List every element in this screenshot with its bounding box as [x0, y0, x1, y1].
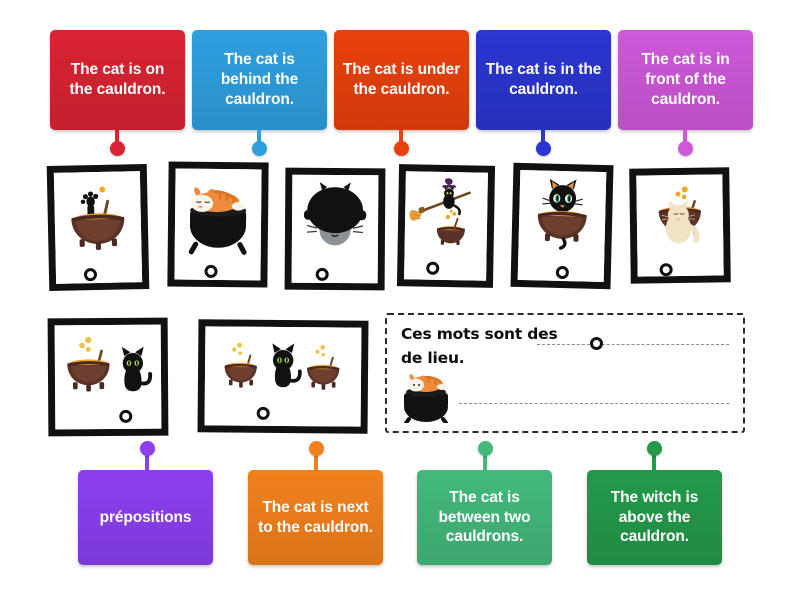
label-above-connector-stem: [652, 452, 656, 470]
card-cream-cat-in-front-of-cauldron-inner: [636, 174, 724, 277]
cream-cat-in-front-of-cauldron-icon: [636, 178, 723, 254]
card-cat-between-two-cauldrons-drop-dot[interactable]: [256, 406, 270, 420]
label-under-connector-stem: [399, 130, 403, 146]
card-black-cat-in-cauldron-drop-dot[interactable]: [555, 265, 570, 280]
label-between-connector-knob[interactable]: [477, 441, 493, 456]
label-on[interactable]: The cat is on the cauldron.: [50, 30, 185, 130]
grey-cat-face-behind-black-cauldron-icon: [292, 179, 379, 262]
card-cat-next-to-cauldron[interactable]: [47, 317, 169, 437]
card-cat-between-two-cauldrons-inner: [204, 326, 362, 427]
card-cat-behind-cauldron-inner: [291, 174, 379, 284]
cauldron-with-black-cat-inside-icon: [54, 175, 142, 262]
label-in-connector-stem: [541, 130, 545, 146]
card-cream-cat-in-front-of-cauldron-drop-dot[interactable]: [659, 263, 673, 277]
sentence-panel-line2: de lieu.: [401, 349, 465, 367]
label-under-text: The cat is under the cauldron.: [342, 61, 461, 98]
label-in[interactable]: The cat is in the cauldron.: [476, 30, 611, 130]
answer-blank-2[interactable]: [459, 403, 729, 404]
card-cream-cat-in-front-of-cauldron[interactable]: [629, 167, 731, 284]
card-ginger-cat-on-cauldron[interactable]: [167, 161, 269, 288]
label-in-text: The cat is in the cauldron.: [485, 61, 602, 98]
label-behind-text: The cat is behind the cauldron.: [220, 51, 299, 108]
label-in-front-of-text: The cat is in front of the cauldron.: [641, 51, 730, 108]
sentence-panel-drop-dot[interactable]: [590, 337, 603, 350]
label-next-to-connector-stem: [314, 452, 318, 470]
card-black-cat-in-cauldron[interactable]: [510, 162, 614, 290]
card-black-cat-in-cauldron-inner: [517, 169, 607, 283]
label-in-front-of-connector-stem: [683, 130, 687, 146]
label-prepositions-connector-stem: [145, 452, 149, 470]
label-behind-connector-stem: [257, 130, 261, 146]
card-witch-above-cauldron-inner: [404, 171, 488, 281]
label-under[interactable]: The cat is under the cauldron.: [334, 30, 469, 130]
label-between-connector-stem: [483, 452, 487, 470]
witch-on-broom-above-cauldron-icon: [404, 175, 487, 258]
black-cat-inside-cauldron-icon: [518, 174, 606, 260]
label-above-text: The witch is above the cauldron.: [610, 488, 699, 546]
label-above[interactable]: The witch is above the cauldron.: [587, 470, 722, 565]
black-cat-next-to-cauldron-icon: [55, 329, 162, 408]
card-cat-behind-cauldron-drop-dot[interactable]: [315, 267, 329, 281]
label-in-front-of-connector-knob[interactable]: [677, 141, 693, 156]
label-on-connector-stem: [115, 130, 119, 146]
label-between[interactable]: The cat is between two cauldrons.: [417, 470, 552, 565]
sentence-panel-line1: Ces mots sont des: [401, 325, 558, 343]
card-cat-next-to-cauldron-inner: [54, 324, 162, 430]
label-next-to-text: The cat is next to the cauldron.: [258, 498, 373, 536]
label-between-text: The cat is between two cauldrons.: [438, 488, 531, 546]
card-cat-next-to-cauldron-drop-dot[interactable]: [119, 409, 133, 423]
black-cat-between-two-cauldrons-icon: [205, 330, 362, 404]
card-cat-in-cauldron-stirring-drop-dot[interactable]: [83, 268, 98, 282]
label-prepositions[interactable]: prépositions: [78, 470, 213, 565]
label-next-to[interactable]: The cat is next to the cauldron.: [248, 470, 383, 565]
card-witch-above-cauldron-drop-dot[interactable]: [426, 261, 440, 275]
label-above-connector-knob[interactable]: [646, 441, 662, 456]
sentence-panel[interactable]: Ces mots sont des de lieu.: [385, 313, 745, 433]
card-ginger-cat-on-cauldron-drop-dot[interactable]: [204, 264, 218, 278]
ginger-cat-on-cauldron-icon: [395, 367, 457, 423]
label-next-to-connector-knob[interactable]: [308, 441, 324, 456]
label-in-connector-knob[interactable]: [535, 141, 551, 156]
label-behind[interactable]: The cat is behind the cauldron.: [192, 30, 327, 130]
card-witch-above-cauldron[interactable]: [396, 164, 496, 288]
label-prepositions-text: prépositions: [99, 508, 192, 526]
card-cat-in-cauldron-stirring[interactable]: [46, 163, 150, 292]
answer-blank-1[interactable]: [537, 344, 729, 345]
label-in-front-of[interactable]: The cat is in front of the cauldron.: [618, 30, 753, 130]
card-cat-between-two-cauldrons[interactable]: [197, 319, 369, 434]
card-cat-behind-cauldron[interactable]: [284, 167, 386, 291]
label-under-connector-knob[interactable]: [393, 141, 409, 156]
label-on-connector-knob[interactable]: [109, 141, 125, 156]
ginger-cat-sleeping-on-cauldron-icon: [175, 173, 262, 259]
card-cat-in-cauldron-stirring-inner: [53, 171, 143, 284]
card-ginger-cat-on-cauldron-inner: [174, 168, 262, 281]
label-behind-connector-knob[interactable]: [251, 141, 267, 156]
label-on-text: The cat is on the cauldron.: [69, 61, 166, 98]
label-prepositions-connector-knob[interactable]: [139, 441, 155, 456]
